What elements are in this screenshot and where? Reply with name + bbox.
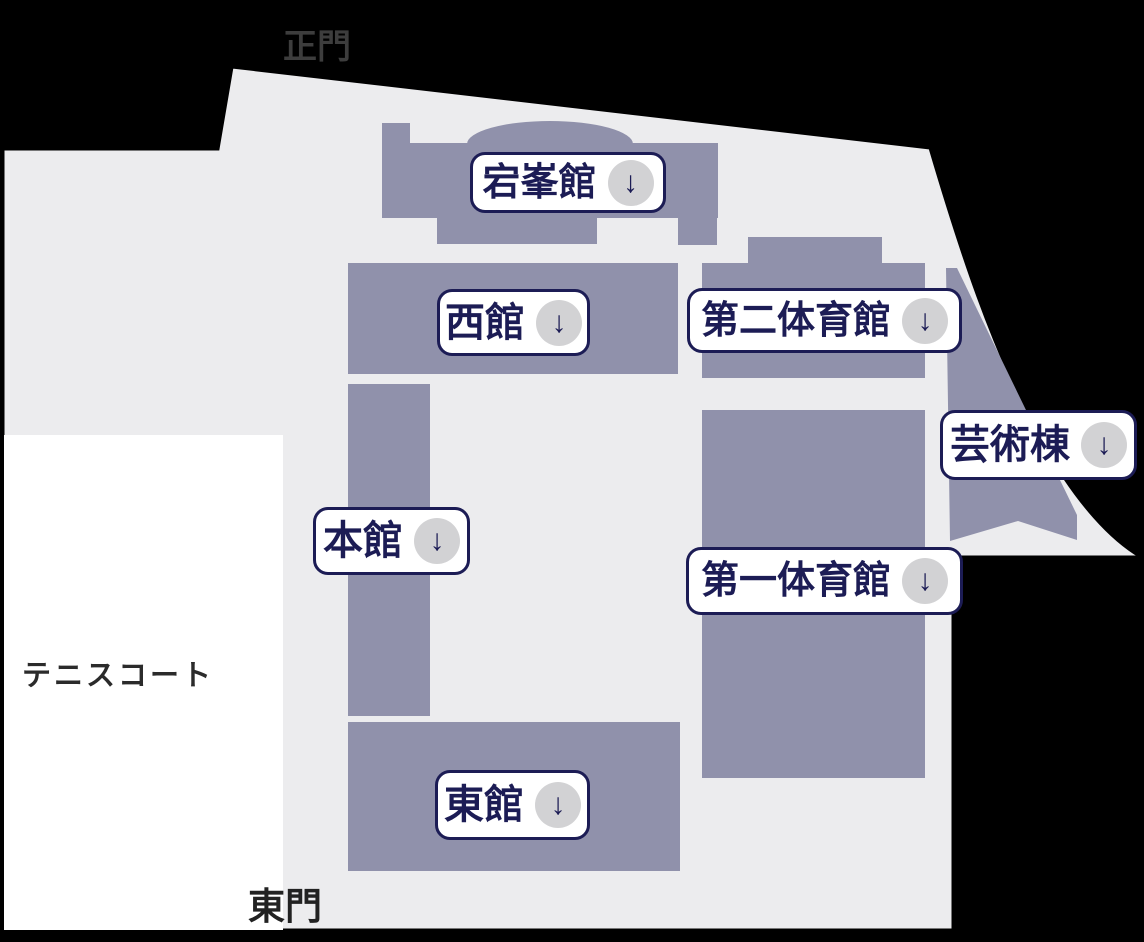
building-button-dai2taiikukan[interactable]: 第二体育館 ↓	[687, 288, 962, 353]
building-button-text: 東館	[444, 783, 524, 827]
east-gate-label: 東門	[248, 886, 322, 927]
down-arrow-icon: ↓	[536, 299, 582, 346]
building-button-geijutsuto[interactable]: 芸術棟 ↓	[940, 410, 1137, 480]
building-shape-geijutsuto	[946, 268, 1077, 541]
building-button-text: 本館	[323, 519, 403, 563]
tennis-court-area	[4, 435, 283, 930]
down-arrow-icon: ↓	[414, 518, 460, 564]
building-button-tohokan[interactable]: 宕峯館 ↓	[470, 152, 666, 213]
building-button-text: 第二体育館	[700, 299, 891, 342]
building-button-text: 芸術棟	[950, 423, 1070, 467]
building-button-nishikan[interactable]: 西館 ↓	[437, 289, 590, 356]
tennis-court-label: テニスコート	[22, 660, 215, 692]
down-arrow-icon: ↓	[1081, 422, 1127, 468]
building-button-dai1taiikukan[interactable]: 第一体育館 ↓	[686, 547, 963, 615]
building-button-text: 第一体育館	[700, 560, 891, 602]
building-button-honkan[interactable]: 本館 ↓	[313, 507, 470, 575]
building-button-text: 宕峯館	[482, 161, 597, 204]
building-button-text: 西館	[445, 300, 525, 345]
down-arrow-icon: ↓	[902, 558, 948, 604]
down-arrow-icon: ↓	[535, 782, 581, 828]
down-arrow-icon: ↓	[607, 159, 654, 206]
main-gate-label: 正門	[283, 28, 351, 66]
down-arrow-icon: ↓	[902, 297, 948, 344]
building-button-higashikan[interactable]: 東館 ↓	[435, 770, 590, 840]
